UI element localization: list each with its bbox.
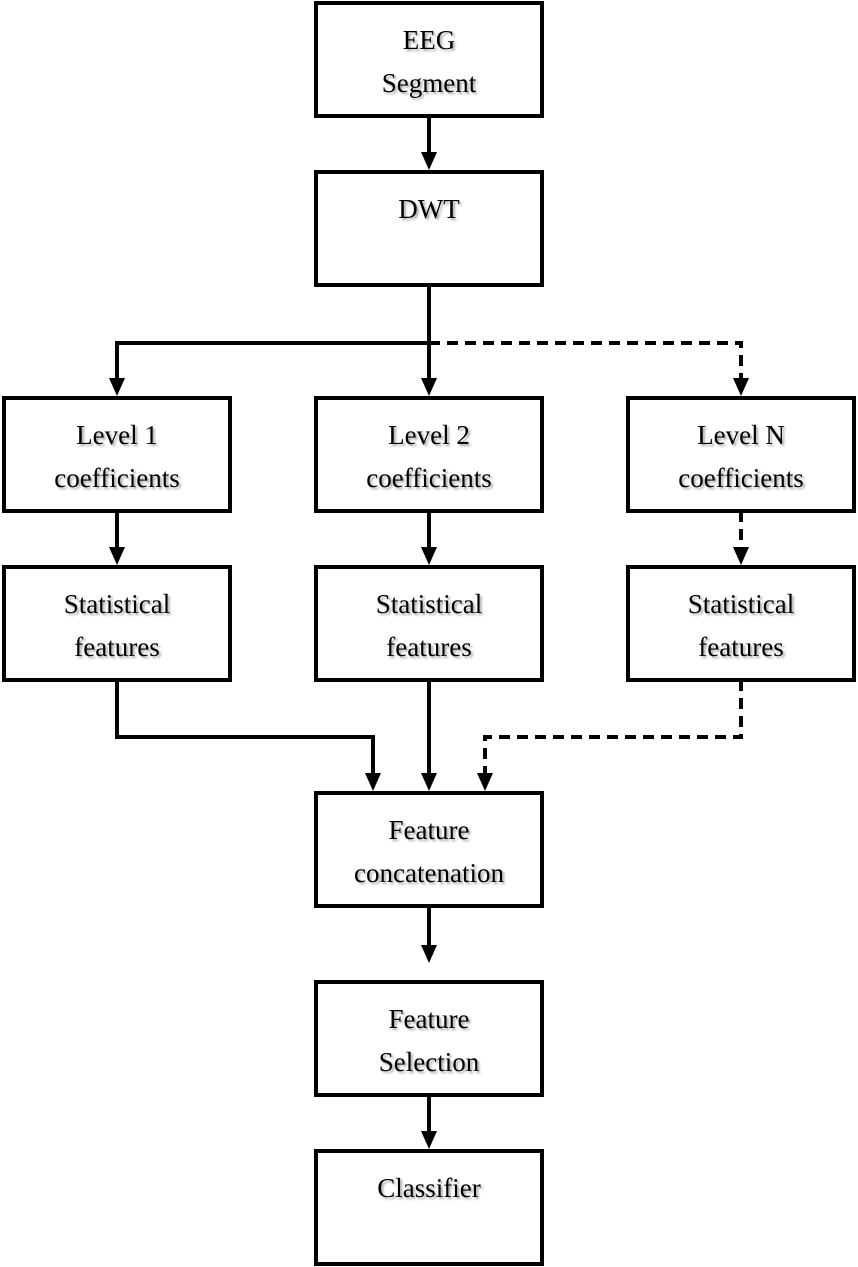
node-label: Feature (389, 815, 470, 845)
node-label: Statistical (64, 589, 170, 619)
edges (109, 116, 749, 1149)
node-box (626, 565, 856, 682)
node-label: Level 2 (388, 420, 470, 450)
node-label: Selection (379, 1047, 480, 1077)
node-box (314, 565, 544, 682)
node-label: Level N (697, 420, 785, 450)
node-eeg-segment: EEG Segment (314, 1, 544, 118)
node-box (314, 980, 544, 1097)
arrowhead (733, 547, 749, 565)
node-dwt: DWT (314, 170, 544, 287)
node-box (626, 396, 856, 513)
edge-line (115, 285, 431, 378)
arrowhead (421, 152, 437, 170)
edge-level_1-to-stat_1 (109, 511, 125, 565)
node-level-2: Level 2 coefficients (314, 396, 544, 513)
node-classifier: Classifier (314, 1149, 544, 1266)
edge-selection-to-classifier (421, 1095, 437, 1149)
node-label: EEG (403, 25, 455, 55)
arrowhead (421, 1131, 437, 1149)
edge-level_2-to-stat_2 (421, 511, 437, 565)
edge-dwt-to-level_1 (109, 285, 431, 396)
node-box (2, 396, 232, 513)
arrowhead (421, 547, 437, 565)
arrowhead (109, 547, 125, 565)
arrowhead (421, 945, 437, 963)
node-label: concatenation (354, 858, 504, 888)
node-box (314, 791, 544, 908)
node-box (314, 1149, 544, 1266)
node-stat-1: Statistical features (2, 565, 232, 682)
edge-concat-to-selection (421, 906, 437, 963)
node-label: Classifier (377, 1173, 480, 1203)
edge-line (483, 680, 743, 773)
edge-line (115, 680, 375, 773)
node-label: DWT (398, 194, 460, 224)
edge-eeg_segment-to-dwt (421, 116, 437, 170)
edge-dwt-to-level_n (429, 341, 749, 396)
arrowhead (733, 378, 749, 396)
node-label: features (74, 632, 159, 662)
node-label: features (386, 632, 471, 662)
node-label: coefficients (366, 463, 491, 493)
arrowhead (109, 378, 125, 396)
node-label: Level 1 (76, 420, 158, 450)
node-label: Statistical (688, 589, 794, 619)
edge-stat_2-to-concat (421, 680, 437, 791)
edge-stat_1-to-concat (115, 680, 381, 791)
node-label: coefficients (678, 463, 803, 493)
node-label: features (698, 632, 783, 662)
node-label: Statistical (376, 589, 482, 619)
arrowhead (365, 773, 381, 791)
edge-line (429, 341, 743, 378)
node-label: Segment (382, 68, 477, 98)
node-level-n: Level N coefficients (626, 396, 856, 513)
node-box (2, 565, 232, 682)
node-label: Feature (389, 1004, 470, 1034)
node-box (314, 170, 544, 287)
arrowhead (477, 773, 493, 791)
node-level-1: Level 1 coefficients (2, 396, 232, 513)
node-box (314, 1, 544, 118)
arrowhead (421, 378, 437, 396)
edge-stat_n-to-concat (477, 680, 743, 791)
node-label: coefficients (54, 463, 179, 493)
arrowhead (421, 773, 437, 791)
node-concat: Feature concatenation (314, 791, 544, 908)
node-stat-n: Statistical features (626, 565, 856, 682)
node-box (314, 396, 544, 513)
edge-level_n-to-stat_n (733, 511, 749, 565)
edge-dwt-to-level_2 (421, 343, 437, 396)
node-stat-2: Statistical features (314, 565, 544, 682)
